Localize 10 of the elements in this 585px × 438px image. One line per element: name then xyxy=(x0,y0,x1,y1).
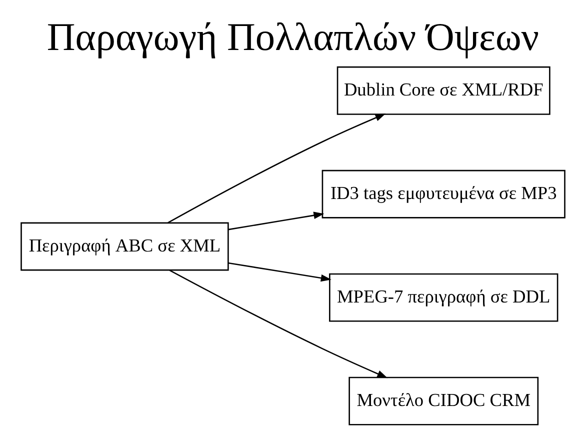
node-box: Dublin Core σε XML/RDF xyxy=(336,66,550,115)
diagram-title: Παραγωγή Πολλαπλών Όψεων xyxy=(46,16,539,60)
arrow xyxy=(167,114,386,224)
arrow xyxy=(228,212,324,230)
node-box: MPEG-7 περιγραφή σε DDL xyxy=(328,273,558,322)
node-box: Μοντέλο CIDOC CRM xyxy=(348,376,538,426)
arrow xyxy=(168,270,388,378)
node-box: ID3 tags εμφυτευμένα σε MP3 xyxy=(321,170,565,218)
arrow xyxy=(228,262,331,282)
node-box: Περιγραφή ABC σε XML xyxy=(20,222,228,271)
